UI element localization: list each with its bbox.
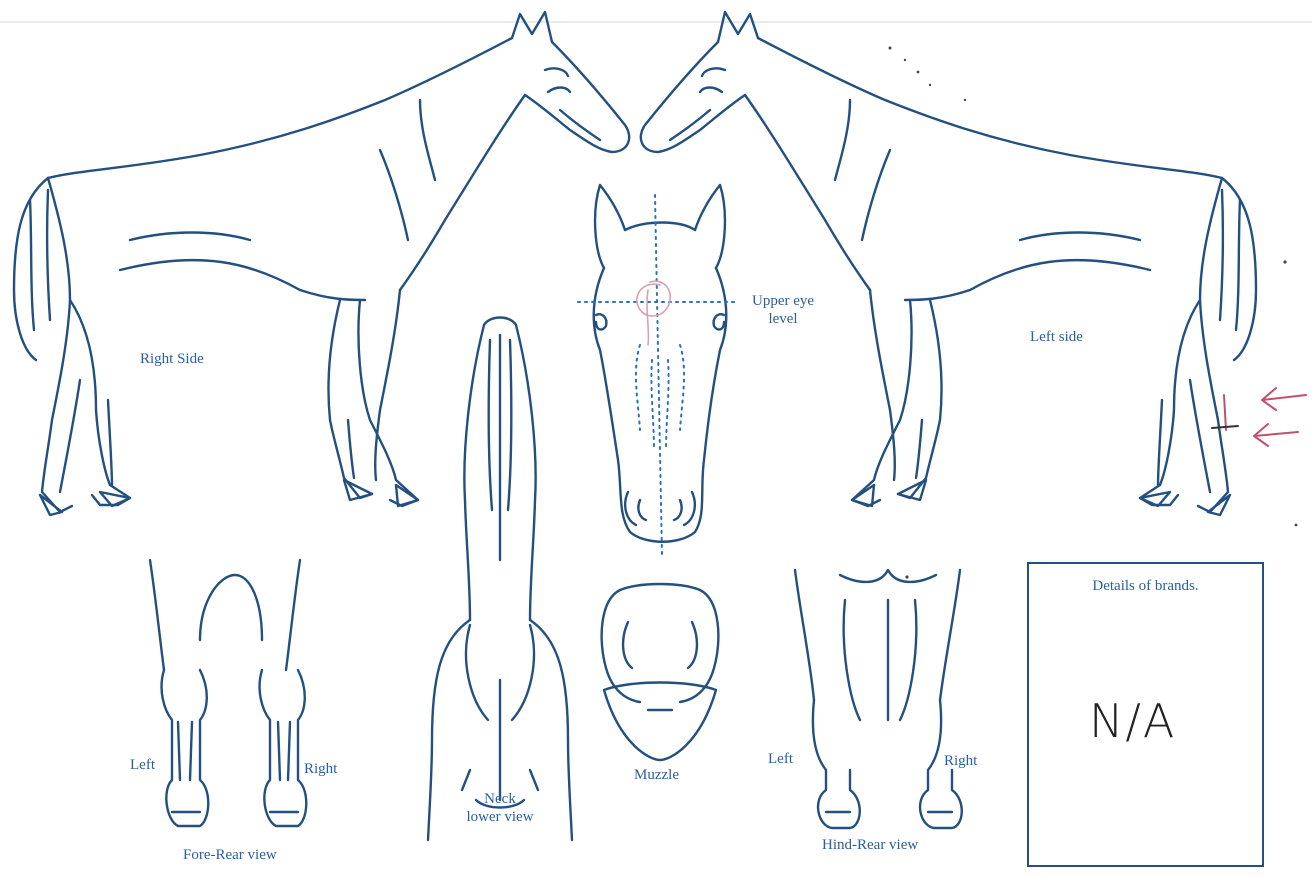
fore-left-label: Left [130,756,155,774]
hind-rear-view-outline [795,570,962,828]
fore-rear-caption: Fore-Rear view [183,846,277,864]
left-side-label: Left side [1030,328,1083,346]
brands-details-box: Details of brands. N/A [1027,562,1264,867]
leg-marking-annotation [1212,388,1306,446]
face-guide-lines [578,195,738,555]
muzzle-caption: Muzzle [634,766,679,784]
hind-left-label: Left [768,750,793,768]
head-front-outline [594,185,727,542]
horse-left-side-outline [641,12,1256,515]
horse-right-side-outline [14,12,629,515]
brands-value: N/A [1089,694,1176,748]
right-side-label: Right Side [140,350,204,368]
scan-speckles [889,47,1298,579]
fore-rear-view-outline [150,560,306,826]
upper-eye-label: Upper eye level [752,292,814,328]
brands-title: Details of brands. [1029,578,1262,595]
neck-lower-caption: Neck lower view [458,790,542,826]
hind-rear-caption: Hind-Rear view [822,836,918,854]
neck-lower-view-outline [428,318,572,841]
muzzle-outline [602,584,719,760]
fore-right-label: Right [304,760,337,778]
whorl-annotation [637,281,670,345]
hind-right-label: Right [944,752,977,770]
